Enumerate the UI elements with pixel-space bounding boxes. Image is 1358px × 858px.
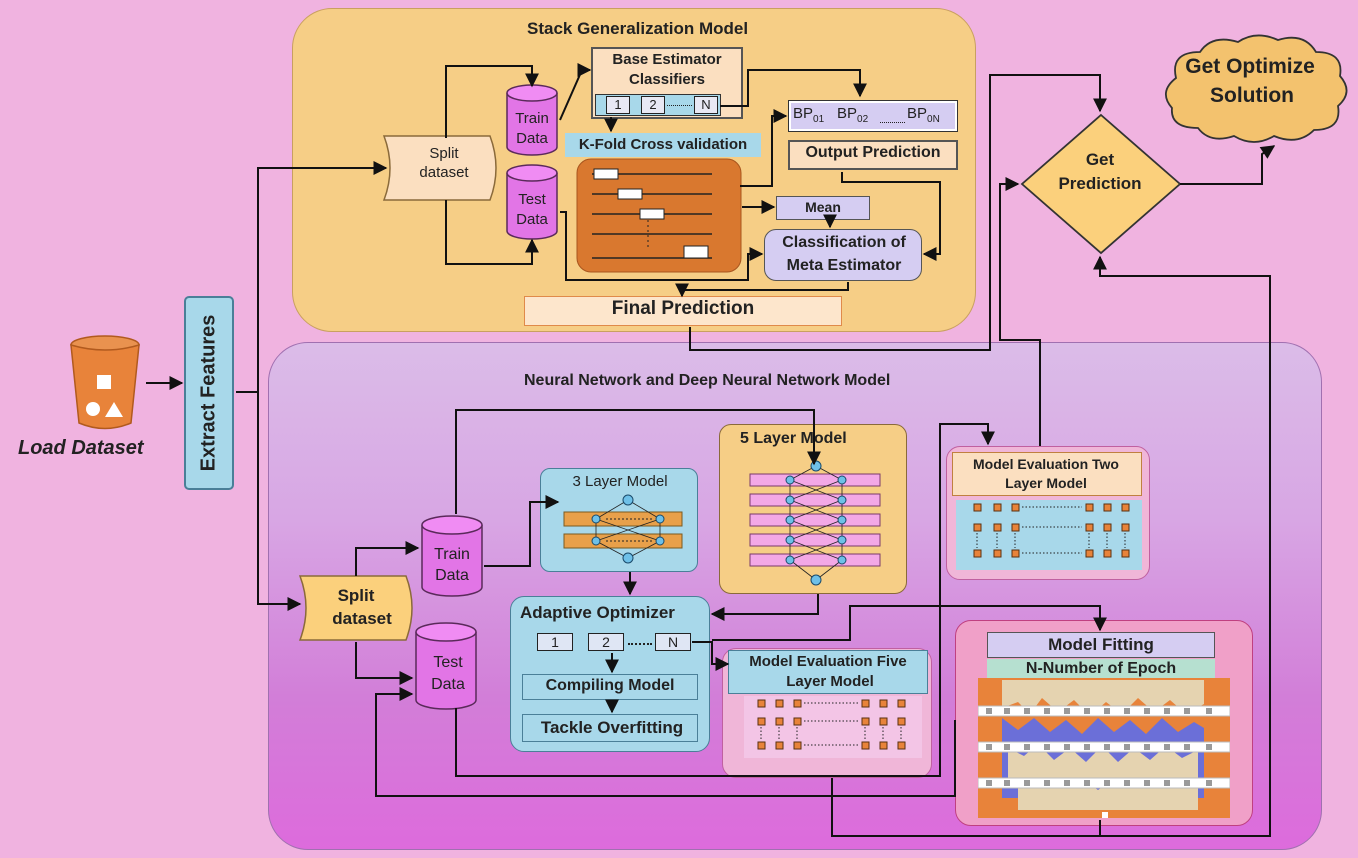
nn-split-label-1: Split — [337, 586, 375, 605]
get-prediction-label-2: Prediction — [1058, 174, 1142, 193]
base-items-ellipsis — [667, 105, 692, 106]
bp-01-base: BP — [793, 105, 814, 122]
extract-features-box — [184, 296, 234, 490]
stack-split-label-2: dataset — [419, 164, 469, 181]
get-prediction-label-1: Get — [1085, 150, 1115, 169]
meta-estimator-label-1: Classification of — [782, 234, 906, 251]
kfold-label: K-Fold Cross validation — [578, 136, 748, 153]
bucket-icon — [70, 335, 140, 430]
model-eval-five-label-2: Layer Model — [786, 673, 874, 690]
three-layer-model-label: 3 Layer Model — [572, 473, 668, 490]
base-estimator-label-2: Classifiers — [629, 71, 705, 88]
kfold-folds-panel — [576, 158, 742, 273]
stack-panel-title: Stack Generalization Model — [527, 19, 749, 38]
three-layer-network-graphic — [563, 494, 683, 564]
adaptive-optimizer-label: Adaptive Optimizer — [520, 603, 675, 622]
stack-train-label-1: Train — [515, 110, 549, 127]
epoch-heatmap-graphic — [978, 678, 1230, 818]
model-eval-five-label-1: Model Evaluation Five — [749, 653, 907, 670]
base-item-n-label: N — [701, 97, 711, 112]
nn-train-label-1: Train — [434, 546, 470, 563]
optimizer-item-2-label: 2 — [602, 634, 610, 650]
nn-train-label-2: Data — [435, 567, 469, 584]
optimize-label-1: Get Optimize — [1185, 55, 1315, 78]
extract-features-label: Extract Features — [197, 314, 220, 472]
base-item-2-label: 2 — [649, 97, 657, 112]
bp-01: BP01 — [793, 105, 824, 125]
nn-split-label-2: dataset — [332, 609, 392, 628]
bp-01-sub: 01 — [813, 114, 825, 125]
bp-ellipsis — [880, 122, 905, 123]
bp-02: BP02 — [837, 105, 868, 125]
stack-test-label-2: Data — [516, 211, 548, 228]
model-eval-two-label-2: Layer Model — [1005, 475, 1087, 491]
n-epoch-label: N-Number of Epoch — [1025, 660, 1177, 677]
optimizer-items-ellipsis — [628, 643, 652, 645]
optimizer-item-1-label: 1 — [551, 634, 559, 650]
model-fitting-label: Model Fitting — [1048, 635, 1154, 654]
output-prediction-label: Output Prediction — [805, 144, 941, 161]
mean-label: Mean — [805, 199, 841, 215]
base-item-1 — [606, 96, 630, 114]
cloud-shape — [1165, 34, 1348, 143]
five-layer-model-label: 5 Layer Model — [740, 430, 847, 447]
stack-train-label-2: Data — [516, 130, 548, 147]
bp-0n: BP0N — [907, 105, 940, 125]
compiling-model-label: Compiling Model — [545, 677, 675, 694]
base-estimator-label-1: Base Estimator — [612, 51, 722, 68]
base-item-2 — [641, 96, 665, 114]
bp-02-sub: 02 — [857, 114, 869, 125]
five-layer-network-graphic — [749, 460, 881, 586]
optimizer-item-n-label: N — [667, 634, 679, 650]
model-eval-two-layer-graphic — [956, 500, 1142, 570]
model-eval-two-label-1: Model Evaluation Two — [973, 456, 1119, 472]
stack-test-label-1: Test — [518, 191, 546, 208]
model-eval-five-layer-graphic — [744, 696, 922, 758]
nn-test-label-2: Data — [431, 676, 465, 693]
load-dataset-label: Load Dataset — [18, 437, 144, 459]
base-item-1-label: 1 — [614, 97, 622, 112]
bp-02-base: BP — [837, 105, 858, 122]
meta-estimator-label-2: Meta Estimator — [786, 257, 902, 274]
nn-split-dataset-shape — [298, 575, 413, 641]
nn-panel-title: Neural Network and Deep Neural Network M… — [524, 372, 891, 389]
tackle-overfitting-label: Tackle Overfitting — [540, 718, 684, 737]
bp-0n-sub: 0N — [927, 114, 940, 125]
bp-0n-base: BP — [907, 105, 928, 122]
optimize-label-2: Solution — [1210, 84, 1294, 107]
nn-test-label-1: Test — [433, 654, 463, 671]
final-prediction-label: Final Prediction — [611, 298, 755, 319]
stack-split-label-1: Split — [429, 145, 459, 162]
